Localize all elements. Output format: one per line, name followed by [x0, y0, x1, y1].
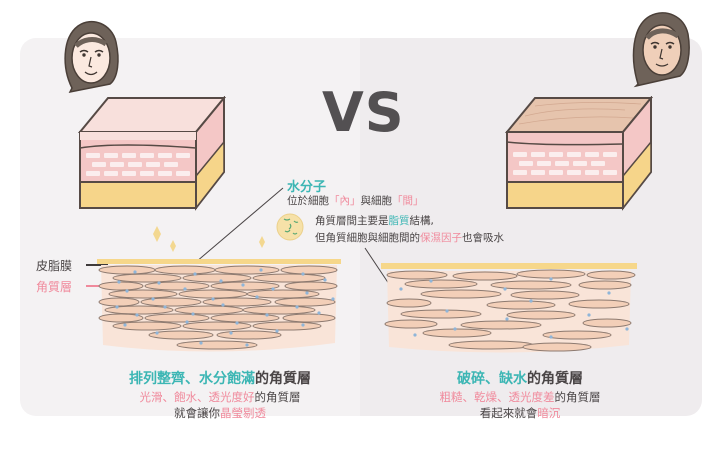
water-molecule-description: 位於細胞「內」與細胞「間」 — [287, 193, 424, 208]
lipid-text: 角質層間主要是 — [315, 215, 389, 227]
water-desc-inside: 「內」 — [329, 195, 361, 207]
caption-highlight: 暗沉 — [537, 406, 561, 420]
lipid-text: 結構, — [409, 215, 434, 227]
healthy-stratum-corneum-illustration — [97, 259, 341, 352]
caption-text: 的角質層 — [254, 390, 301, 404]
caption-separator: 、 — [185, 371, 199, 387]
caption-highlight: 破碎 — [457, 371, 485, 387]
nmf-text: 但角質細胞與細胞間的 — [315, 232, 420, 244]
caption-separator: 、 — [485, 371, 499, 387]
dry-caption: 破碎、缺水的角質層 粗糙、乾燥、透光度差的角質層 看起來就會暗沉 — [380, 369, 660, 421]
caption-text: 的角質層 — [554, 390, 601, 404]
dry-caption-line1: 粗糙、乾燥、透光度差的角質層 — [380, 389, 660, 405]
healthy-skin-cube-icon — [78, 96, 226, 211]
lipid-description-line1: 角質層間主要是脂質結構, — [315, 213, 434, 228]
caption-text: 就會讓你 — [174, 406, 220, 420]
water-desc-text: 位於細胞 — [287, 195, 329, 207]
sebum-film-label: 皮脂膜 — [36, 259, 73, 273]
healthy-caption-title: 排列整齊、水分飽滿的角質層 — [80, 369, 360, 389]
nmf-text: 也會吸水 — [462, 232, 504, 244]
dry-caption-line2: 看起來就會暗沉 — [380, 405, 660, 421]
dry-stratum-corneum-illustration — [381, 263, 637, 353]
water-molecule-title: 水分子 — [287, 180, 327, 195]
healthy-caption-line2: 就會讓你晶瑩剔透 — [80, 405, 360, 421]
caption-text: 的角質層 — [527, 371, 583, 387]
stratum-corneum-pointer — [86, 285, 104, 287]
healthy-caption: 排列整齊、水分飽滿的角質層 光滑、飽水、透光度好的角質層 就會讓你晶瑩剔透 — [80, 369, 360, 421]
vs-heading: VS — [322, 81, 405, 144]
water-desc-between: 「間」 — [392, 195, 424, 207]
caption-highlight: 光滑、飽水、透光度好 — [139, 390, 255, 404]
caption-highlight: 晶瑩剔透 — [220, 406, 266, 420]
nmf-highlight: 保濕因子 — [420, 232, 462, 244]
caption-highlight: 排列整齊 — [129, 371, 185, 387]
dry-caption-title: 破碎、缺水的角質層 — [380, 369, 660, 389]
stratum-corneum-label: 角質層 — [36, 280, 73, 294]
dull-face-icon — [632, 12, 690, 88]
caption-text: 看起來就會 — [479, 406, 538, 420]
lipid-highlight: 脂質 — [388, 215, 410, 227]
dry-skin-cube-icon — [505, 96, 653, 211]
sebum-film-pointer — [86, 264, 108, 266]
caption-highlight: 水分飽滿 — [199, 371, 255, 387]
caption-highlight: 粗糙、乾燥、透光度差 — [439, 390, 555, 404]
caption-highlight: 缺水 — [499, 371, 527, 387]
healthy-caption-line1: 光滑、飽水、透光度好的角質層 — [80, 389, 360, 405]
healthy-face-icon — [64, 21, 119, 94]
lipid-structure-icon — [276, 213, 304, 241]
sparkle-icons — [153, 226, 265, 252]
caption-text: 的角質層 — [255, 371, 311, 387]
water-desc-text: 與細胞 — [360, 195, 393, 207]
lipid-description-line2: 但角質細胞與細胞間的保濕因子也會吸水 — [315, 230, 504, 245]
